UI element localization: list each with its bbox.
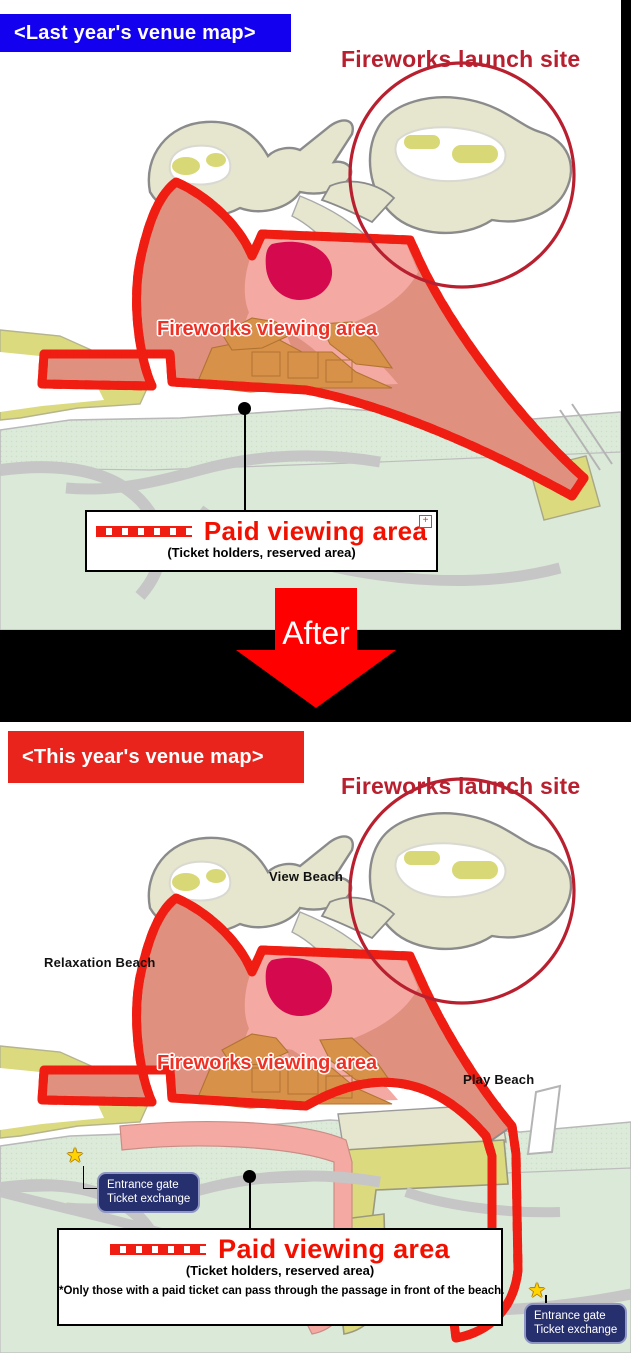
paid-area-legend-top: Paid viewing area (Ticket holders, reser… (85, 510, 438, 572)
launch-site-label-top: Fireworks launch site (341, 46, 581, 72)
legend-leader-line-top (244, 409, 246, 511)
gate-line-1: Entrance gate (534, 1310, 606, 1322)
legend-main-row-top: Paid viewing area (87, 512, 436, 547)
arrow-shape (236, 588, 396, 708)
viewing-area-label-bottom: Fireworks viewing area (157, 1052, 378, 1074)
legend-title-bottom: Paid viewing area (218, 1234, 450, 1264)
launch-site-label-bottom: Fireworks launch site (341, 773, 581, 799)
paid-boundary-swatch-top (95, 526, 192, 537)
legend-leader-dot-bottom (243, 1170, 256, 1183)
gate-star-icon-right: ★ (528, 1280, 546, 1302)
last-year-map-graphic (0, 0, 621, 630)
last-year-banner: <Last year's venue map> (0, 14, 291, 52)
entrance-gate-callout-right[interactable]: Entrance gate Ticket exchange (524, 1303, 628, 1344)
legend-leader-dot-top (238, 402, 251, 415)
beach-label-relaxation: Relaxation Beach (44, 955, 156, 970)
plus-icon[interactable]: + (419, 515, 432, 528)
gate-leader-left (83, 1166, 100, 1189)
legend-leader-line-bottom (249, 1177, 251, 1229)
gate-line-1: Entrance gate (107, 1179, 179, 1191)
viewing-area-label-top: Fireworks viewing area (157, 318, 378, 340)
beach-label-play: Play Beach (463, 1072, 535, 1087)
entrance-gate-callout-left[interactable]: Entrance gate Ticket exchange (97, 1172, 201, 1213)
last-year-map-panel (0, 0, 621, 630)
after-transition-arrow: After (236, 588, 396, 708)
legend-title-top: Paid viewing area (203, 516, 428, 546)
paid-area-legend-bottom: Paid viewing area (Ticket holders, reser… (57, 1228, 505, 1326)
legend-note: *Only those with a paid ticket can pass … (59, 1285, 505, 1297)
beach-label-view: View Beach (269, 869, 344, 884)
gate-line-2: Ticket exchange (534, 1324, 618, 1336)
gate-line-2: Ticket exchange (107, 1193, 191, 1205)
legend-subtitle-top: (Ticket holders, reserved area) (167, 545, 356, 560)
gate-star-icon-left: ★ (66, 1145, 84, 1167)
paid-boundary-swatch-bottom (110, 1244, 207, 1255)
gate-leader-right (545, 1295, 547, 1307)
this-year-banner: <This year's venue map> (8, 731, 304, 783)
after-label: After (282, 615, 350, 651)
legend-main-row-bottom: Paid viewing area (59, 1230, 501, 1265)
legend-subtitle-bottom: (Ticket holders, reserved area) (185, 1263, 375, 1278)
